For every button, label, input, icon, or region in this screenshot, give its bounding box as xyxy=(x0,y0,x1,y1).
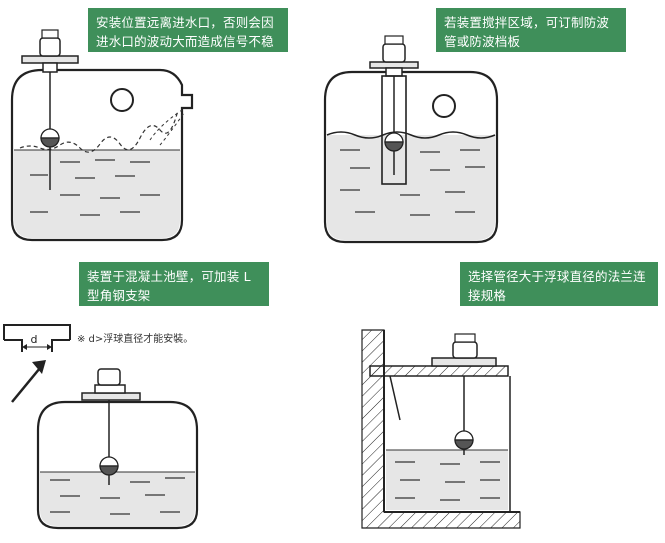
dimension-label: d xyxy=(31,333,38,346)
note-inlet: 安装位置远离进水口，否则会因进水口的波动大而造成信号不稳定 xyxy=(88,8,288,68)
note-agitator: 若装置搅拌区域，可订制防波管或防波档板 xyxy=(436,8,626,52)
note-wall: 装置于混凝土池壁，可加装 L 型角钢支架 xyxy=(79,262,269,306)
tank-wall-diagram xyxy=(3,324,199,530)
tank-flange-diagram xyxy=(361,329,521,529)
note-flange: 选择管径大于浮球直径的法兰连接规格 xyxy=(460,262,658,306)
diameter-hint: ※ d>浮球直径才能安裝。 xyxy=(77,334,194,345)
tank-inlet-diagram xyxy=(10,29,194,242)
tank-agitator-diagram xyxy=(323,35,499,244)
